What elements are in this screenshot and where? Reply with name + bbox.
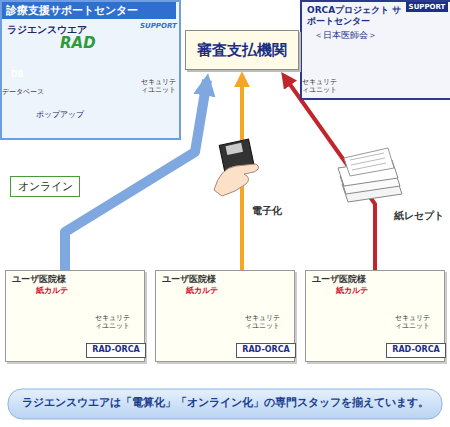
support-tag: SUPPORT xyxy=(406,2,448,12)
db-label: DB xyxy=(11,70,24,80)
security-unit-label: セキュリティユニット xyxy=(92,314,132,331)
db-caption: データベース xyxy=(2,88,44,96)
logo-text: RAD xyxy=(60,34,96,52)
popup-label: ポップアップ xyxy=(36,110,84,120)
item-label: 紙カルテ xyxy=(36,286,68,296)
edge-label: 紙レセプト xyxy=(392,210,446,222)
security-unit-label: セキュリティユニット xyxy=(392,314,432,331)
software-box: RAD-ORCA xyxy=(236,343,296,358)
panel-title: 診療支援サポートセンター xyxy=(2,2,176,19)
support-center-panel: 診療支援サポートセンターSUPPORTラジエンスウエア xyxy=(0,0,181,140)
item-label: 紙カルテ xyxy=(186,286,218,296)
panel-title: ORCAプロジェクト サポートセンター xyxy=(307,5,405,27)
edge-label: オンライン xyxy=(10,176,80,197)
item-label: 紙カルテ xyxy=(336,286,368,296)
paper-stack xyxy=(338,148,402,202)
caption-banner: ラジエンスウエアは「電算化」「オンライン化」の専門スタッフを揃えています。 xyxy=(8,396,442,409)
clinic-name: ユーザ医院様 xyxy=(312,274,366,285)
security-unit-label: セキュリティユニット xyxy=(138,78,178,95)
software-box: RAD-ORCA xyxy=(86,343,146,358)
support-tag: SUPPORT xyxy=(140,22,177,30)
process-box: 審査支払機関 xyxy=(185,30,299,70)
clinic-name: ユーザ医院様 xyxy=(12,274,66,285)
floppy-hand xyxy=(214,139,259,196)
software-name: RAD-ORCA xyxy=(87,345,145,355)
edge-label: 電子化 xyxy=(250,205,284,217)
clinic-name: ユーザ医院様 xyxy=(162,274,216,285)
software-box: RAD-ORCA xyxy=(386,343,446,358)
banner xyxy=(8,389,442,419)
software-name: RAD-ORCA xyxy=(387,345,445,355)
security-unit-label: セキュリティユニット xyxy=(242,314,282,331)
software-name: RAD-ORCA xyxy=(237,345,295,355)
box-title: 審査支払機関 xyxy=(186,41,298,59)
organization-name: ＜日本医師会＞ xyxy=(314,30,377,41)
security-unit-label: セキュリティユニット xyxy=(299,78,339,95)
